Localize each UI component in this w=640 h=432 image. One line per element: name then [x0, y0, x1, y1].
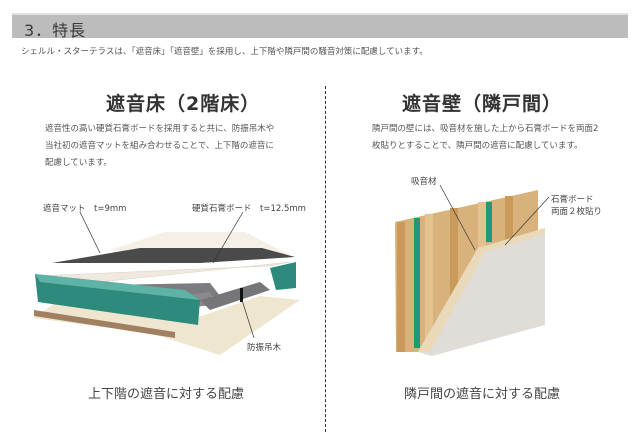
wall-desc-line: 隣戸間の壁には、吸音材を施した上から石膏ボードを両面2	[372, 124, 599, 134]
floor-description: 遮音性の高い硬質石膏ボードを採用すると共に、防振吊木や 当社初の遮音マットを組み…	[45, 121, 274, 172]
wall-caption: 隣戸間の遮音に対する配慮	[404, 387, 561, 402]
intro-text: シェルル・スターテラスは、「遮音床」「遮音壁」を採用し、上下階や隣戸間の騒音対策…	[21, 47, 428, 57]
wall-board-label-2: 両面２枚貼り	[551, 207, 603, 217]
wall-description: 隣戸間の壁には、吸音材を施した上から石膏ボードを両面2 枚貼りとすることで、隣戸…	[372, 121, 598, 155]
floor-title: 遮音床（2階床）	[106, 93, 261, 115]
dashed-divider	[325, 86, 326, 432]
wall-board-label-1: 石膏ボード	[551, 195, 594, 205]
hanger-label: 防振吊木	[247, 343, 282, 353]
floor-caption: 上下階の遮音に対する配慮	[88, 387, 245, 402]
floor-desc-line: 当社初の遮音マットを組み合わせることで、上下階の遮音に	[45, 141, 274, 151]
section-title: 3．特長	[24, 21, 87, 40]
mat-label: 遮音マット t=9mm	[43, 204, 127, 214]
floor-desc-line: 遮音性の高い硬質石膏ボードを採用すると共に、防振吊木や	[45, 124, 275, 134]
section-header: 3．特長	[12, 13, 628, 40]
board-label: 硬質石膏ボード t=12.5mm	[192, 204, 306, 214]
floor-desc-line: 配慮しています。	[45, 158, 112, 168]
absorber-label: 吸音材	[411, 177, 437, 187]
wall-desc-line: 枚貼りとすることで、隣戸間の遮音に配慮しています。	[372, 141, 583, 151]
wall-title: 遮音壁（隣戸間）	[402, 93, 563, 115]
